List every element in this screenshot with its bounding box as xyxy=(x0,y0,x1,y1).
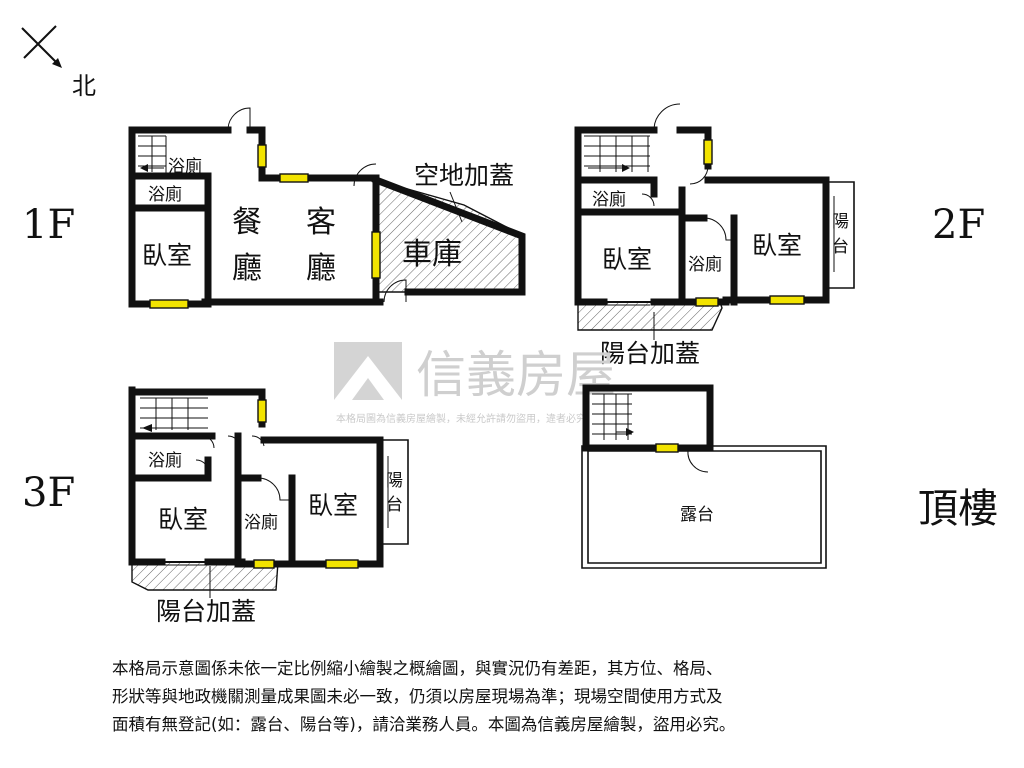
room-label: 臥室 xyxy=(142,241,192,270)
room-label: 浴廁 xyxy=(148,184,182,205)
room-label: 臥室 xyxy=(158,505,208,534)
room-label: 廳 xyxy=(232,251,262,286)
window-icon xyxy=(279,173,309,183)
disclaimer-line: 本格局示意圖係未依一定比例縮小繪製之概繪圖，與實況仍有差距，其方位、格局、 xyxy=(112,659,723,678)
disclaimer-line: 形狀等與地政機關測量成果圖未必一致，仍須以房屋現場為準；現場空間使用方式及 xyxy=(112,687,723,706)
disclaimer-text: 本格局示意圖係未依一定比例縮小繪製之概繪圖，與實況仍有差距，其方位、格局、 形狀… xyxy=(112,655,932,739)
window-icon xyxy=(695,297,719,307)
window-icon xyxy=(703,139,713,165)
room-label: 台 xyxy=(832,237,849,257)
garage-hatch xyxy=(375,179,523,293)
room-label: 車庫 xyxy=(402,237,462,272)
window-icon xyxy=(655,443,679,453)
annex-note: 陽台加蓋 xyxy=(600,339,700,368)
room-label: 餐 xyxy=(232,205,262,240)
floor-roof-plan: 露台 xyxy=(581,384,827,569)
floor-label-roof: 頂樓 xyxy=(918,486,998,532)
floor-2f-plan: 浴廁 臥室 浴廁 臥室 陽 台 陽台加蓋 xyxy=(574,103,855,368)
room-label: 陽 xyxy=(832,212,849,232)
window-icon xyxy=(371,231,381,279)
floor-1f-plan: 浴廁 浴廁 臥室 餐 廳 客 廳 車庫 空地加蓋 xyxy=(128,107,526,309)
brand-logo xyxy=(334,342,402,400)
room-label: 臥室 xyxy=(602,245,652,274)
window-icon xyxy=(257,144,267,168)
compass: 北 xyxy=(21,25,96,100)
room-label: 浴廁 xyxy=(592,189,626,210)
floor-label-1f: 1F xyxy=(22,202,75,248)
watermark-notice: 本格局圖為信義房屋繪製，未經允許請勿盜用，違者必究 xyxy=(336,412,586,425)
room-label: 廳 xyxy=(306,251,336,286)
north-label: 北 xyxy=(72,72,96,100)
room-label: 浴廁 xyxy=(688,254,722,275)
window-icon xyxy=(149,299,189,309)
floor-label-2f: 2F xyxy=(932,202,985,248)
room-label: 露台 xyxy=(680,505,714,525)
room-label: 陽 xyxy=(386,471,403,491)
window-icon xyxy=(253,559,275,569)
window-icon xyxy=(325,559,359,569)
window-icon xyxy=(257,399,267,423)
room-label: 客 xyxy=(306,205,336,240)
annex-note: 空地加蓋 xyxy=(414,161,514,190)
room-label: 浴廁 xyxy=(148,450,182,471)
floor-label-3f: 3F xyxy=(22,470,75,516)
annex-note: 陽台加蓋 xyxy=(156,597,256,626)
room-label: 浴廁 xyxy=(244,512,278,533)
room-label: 臥室 xyxy=(752,231,802,260)
floor-plan-diagram: 北 1F 2F 3F 頂樓 浴廁 浴廁 臥室 餐 廳 客 廳 車庫 空地加蓋 xyxy=(21,25,998,626)
room-label: 台 xyxy=(386,495,403,515)
room-label: 臥室 xyxy=(308,491,358,520)
floor-3f-plan: 浴廁 臥室 浴廁 臥室 陽 台 陽台加蓋 xyxy=(128,386,409,626)
disclaimer-line: 面積有無登記(如：露台、陽台等)，請洽業務人員。本圖為信義房屋繪製，盜用必究。 xyxy=(112,715,736,734)
room-label: 浴廁 xyxy=(168,156,202,177)
window-icon xyxy=(769,295,805,305)
watermark: 信義房屋 本格局圖為信義房屋繪製，未經允許請勿盜用，違者必究 xyxy=(334,342,616,425)
